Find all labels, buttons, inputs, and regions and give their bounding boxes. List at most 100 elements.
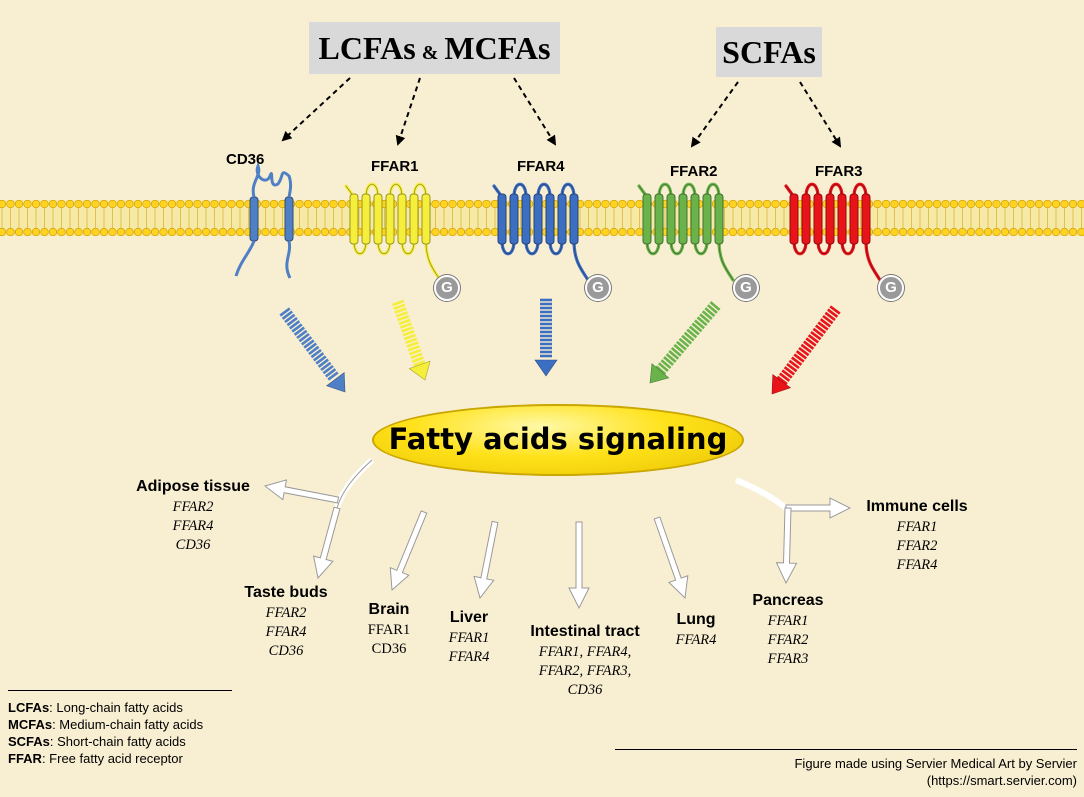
lipid-head [40, 227, 49, 237]
lipid-head [269, 227, 279, 237]
lipid-head [626, 227, 636, 237]
lipid-head [227, 199, 236, 209]
tissue-name: Liver [449, 609, 489, 626]
hollow-arrow [389, 510, 428, 592]
tissue-receptor: FFAR4 [448, 649, 490, 665]
lipid-head [65, 199, 75, 209]
lipid-head [456, 199, 466, 209]
arrow-stripe [783, 366, 795, 376]
arrow-stripe [696, 316, 708, 327]
lipid-head [133, 227, 143, 237]
lipid-head [465, 227, 474, 237]
lipid-head [23, 227, 32, 237]
signal-arrow-ffar4 [534, 298, 558, 377]
arrow-stripe [699, 313, 711, 324]
arrow-stripe [413, 360, 426, 367]
lipid-head [1009, 227, 1018, 237]
tissue-intestinal-tract: Intestinal tract FFAR1, FFAR4, FFAR2, FF… [510, 623, 660, 700]
transmembrane-helix [801, 193, 811, 245]
lipid-head [941, 227, 950, 237]
arrow-stripe [399, 322, 413, 329]
lipid-head [142, 227, 151, 237]
lipid-head [762, 227, 772, 237]
lipid-head [303, 227, 313, 237]
arrow-stripe [407, 345, 420, 352]
arrow-head [408, 360, 431, 381]
hollow-arrow [312, 506, 341, 580]
hollow-arrow [775, 507, 798, 585]
arrow-stripe [303, 339, 315, 349]
arrow-immune-cells [785, 497, 852, 519]
arrow-stripe [676, 340, 687, 351]
lipid-head [235, 227, 245, 237]
lipid-head [439, 199, 449, 209]
cd36-helix [284, 196, 294, 242]
lipid-head [473, 227, 483, 237]
arrow-stripe [829, 305, 841, 315]
legend-row: MCFAs: Medium-chain fatty acids [8, 717, 204, 732]
transmembrane-helix [385, 193, 395, 245]
transmembrane-helix [421, 193, 431, 245]
tissue-receptor: FFAR1 [767, 613, 809, 629]
hollow-arrow [653, 516, 689, 600]
arrow-stripe [660, 359, 672, 369]
tissue-taste-buds: Taste buds FFAR2 FFAR4 CD36 [226, 584, 346, 661]
transmembrane-helix [409, 193, 419, 245]
lipid-head [218, 199, 228, 209]
lipid-head [0, 199, 7, 209]
ligand-scfa: SCFAs [722, 34, 816, 70]
receptor-ffar4 [492, 182, 590, 282]
tissue-receptor: FFAR4 [896, 557, 938, 573]
arrow-stripe [776, 375, 788, 386]
dashed-arrow [799, 81, 842, 148]
cd36-tail [234, 240, 256, 277]
transmembrane-helix [714, 193, 724, 245]
arrow-stripe [317, 358, 329, 368]
lipid-head [754, 199, 763, 209]
lipid-head [592, 227, 602, 237]
arrow-stripe [663, 356, 674, 366]
legend-row: SCFAs: Short-chain fatty acids [8, 734, 186, 749]
lipid-head [1009, 199, 1018, 209]
arrow-stripe [322, 364, 334, 375]
legend-row: FFAR: Free fatty acid receptor [8, 751, 183, 766]
branch-stem-right [734, 477, 793, 515]
tissue-receptor: FFAR4 [172, 518, 214, 534]
lipid-head [269, 199, 279, 209]
arrow-stripe [279, 307, 291, 317]
signal-arrow-ffar3 [771, 305, 841, 395]
lipid-head [99, 199, 109, 209]
lipid-head [150, 199, 160, 209]
tissue-name: Immune cells [866, 498, 968, 515]
lipid-head [881, 227, 891, 237]
tissue-name: Pancreas [752, 592, 824, 609]
lipid-head [312, 199, 321, 209]
arrow-pancreas [775, 507, 798, 585]
ligand-lcfa: LCFAs [318, 30, 416, 66]
lipid-head [992, 227, 1001, 237]
lipid-head [584, 227, 593, 237]
arrow-stripe [805, 337, 817, 347]
tissue-receptor: CD36 [371, 641, 407, 657]
lipid-head [635, 199, 644, 209]
transmembrane-helix [569, 193, 579, 245]
arrow-stripe [670, 346, 682, 357]
lipid-head [1051, 227, 1061, 237]
lipid-head [898, 227, 908, 237]
lipid-head [992, 199, 1001, 209]
arrow-stripe [800, 343, 812, 354]
receptor-label-ffar4: FFAR4 [517, 158, 565, 175]
transmembrane-helix [789, 193, 799, 245]
arrow-head [649, 363, 670, 384]
arrow-stripe [405, 337, 418, 344]
center-label: Fatty acids signaling [388, 422, 728, 456]
arrow-stripe [298, 332, 310, 343]
lipid-head [779, 227, 789, 237]
receptor-ffar1 [344, 182, 442, 282]
arrow-stripe [673, 343, 685, 354]
signal-arrow-cd36 [279, 307, 346, 393]
lipid-head [915, 227, 925, 237]
lipid-head [150, 227, 160, 237]
arrow-stripe [284, 313, 296, 324]
arrow-liver [473, 520, 499, 600]
